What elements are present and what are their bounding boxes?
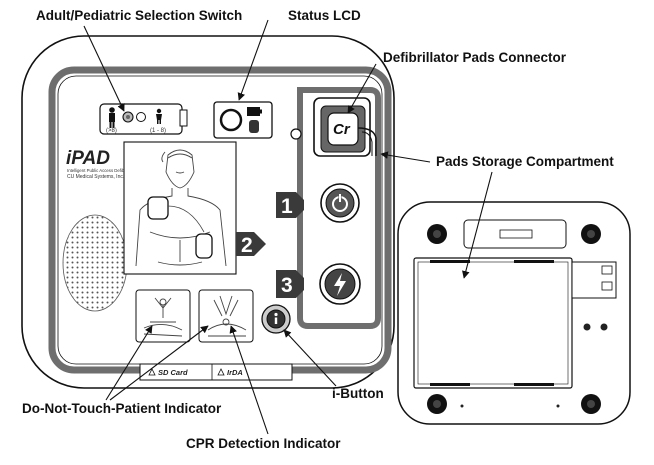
label-cpr-detection: CPR Detection Indicator [186,436,341,451]
slot-label-sd: SD Card [158,368,188,377]
pediatric-range-text: (1 - 8) [150,128,166,134]
brand-subtitle-1: Intelligent Public Access Defibrillator [67,168,137,173]
status-lcd [213,101,273,139]
adult-pediatric-switch[interactable]: (>8) (1 - 8) [99,103,188,135]
brand-logo: iPAD [66,148,110,169]
pad-placement-illustration [123,141,237,275]
leader-i-button [283,329,337,387]
connector-logo: Cr [333,121,351,138]
battery-icon [247,107,260,116]
leader-do-not-touch-1 [105,325,153,401]
slot-label-irda: IrDA [227,368,243,377]
cpr-detection-indicator [198,289,254,343]
pad-lower [195,233,213,259]
device-back [397,201,631,425]
pads-storage-lid[interactable] [413,257,573,389]
i-button[interactable] [261,304,291,334]
adult-range-text: (>8) [106,128,117,134]
shock-button[interactable] [319,263,361,305]
device-front: (>8) (1 - 8) iPAD Intelligent Public Acc… [21,35,395,389]
lightning-icon [334,273,346,296]
leader-do-not-touch-2 [109,325,209,401]
step-badge-1 [276,192,304,218]
child-figure-icon [156,108,162,124]
back-latch-bar [499,229,533,239]
step-3-label: 3 [281,274,293,297]
slot-label-strip: SD Card IrDA [139,363,293,381]
leader-pads-storage [380,151,431,163]
power-button[interactable] [320,183,360,223]
pads-connector[interactable]: Cr [313,97,377,157]
leader-status-lcd [237,19,269,101]
step-2-label: 2 [241,234,253,257]
control-column [297,87,381,329]
switch-position-empty [136,112,146,122]
step-badge-3 [276,270,304,298]
adult-figure-icon [109,107,115,128]
leader-adult-pediatric [83,25,125,112]
step-1-label: 1 [281,195,293,218]
label-do-not-touch: Do-Not-Touch-Patient Indicator [22,401,222,416]
label-pads-connector: Defibrillator Pads Connector [383,50,567,65]
leader-cpr-detection [229,325,269,435]
leader-pads-connector [347,63,377,114]
speaker-grille [62,214,128,312]
status-ring-icon [219,108,243,132]
power-icon [332,193,348,212]
do-not-touch-indicator [135,289,191,343]
label-adult-pediatric: Adult/Pediatric Selection Switch [36,8,242,23]
brand-subtitle-2: CU Medical Systems, Inc. [67,174,124,180]
info-icon [274,312,278,324]
rubber-foot [427,224,601,414]
pad-icon [249,120,259,133]
label-status-lcd: Status LCD [288,8,361,23]
leader-pads-storage-back [462,171,493,279]
pads-cable [357,127,377,156]
step-badge-2 [236,232,266,256]
label-pads-storage: Pads Storage Compartment [436,154,614,169]
switch-tab [179,109,188,127]
label-i-button: i-Button [332,386,384,401]
pad-upper [147,196,169,220]
status-indicator-light [290,128,302,140]
